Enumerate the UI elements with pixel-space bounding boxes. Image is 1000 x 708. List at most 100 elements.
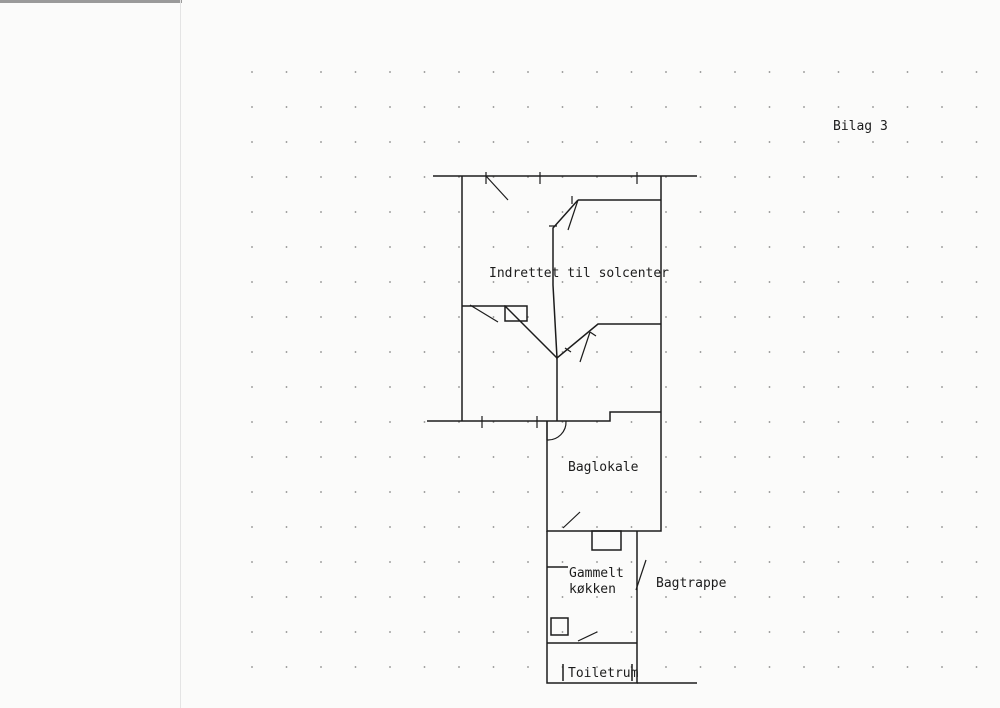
grid-dot [837, 351, 840, 353]
grid-dot [872, 246, 874, 248]
grid-dot [285, 246, 288, 248]
room-label-toilet: Toiletrum [568, 666, 639, 681]
grid-dot [251, 666, 253, 668]
grid-dot [906, 281, 909, 283]
grid-dot [665, 631, 667, 633]
grid-dot [527, 106, 529, 108]
grid-dot [872, 281, 874, 283]
grid-dot [837, 631, 840, 633]
grid-dot [458, 666, 460, 668]
grid-dot [768, 561, 771, 563]
grid-dot [768, 176, 771, 178]
grid-dot [803, 71, 805, 73]
grid-dot [320, 456, 322, 458]
door-swing-left [469, 304, 499, 323]
grid-dot [596, 596, 598, 598]
room-label-main: Indrettet til solcenter [489, 266, 669, 281]
grid-dot [665, 246, 667, 248]
grid-dot [354, 421, 357, 423]
grid-dot [803, 456, 805, 458]
grid-dot [630, 71, 633, 73]
grid-dot [872, 386, 874, 388]
grid-dot [354, 141, 357, 143]
grid-dot [630, 141, 633, 143]
grid-dot [975, 281, 978, 283]
grid-dot [630, 281, 633, 283]
grid-dot [699, 561, 702, 563]
grid-dot [423, 316, 426, 318]
grid-dot [803, 246, 805, 248]
grid-dot [389, 106, 391, 108]
grid-dot [596, 71, 598, 73]
grid-dot [768, 316, 771, 318]
grid-dot [285, 386, 288, 388]
grid-dot [389, 71, 391, 73]
grid-dot [458, 211, 460, 213]
grid-dot [527, 596, 529, 598]
grid-dot [803, 176, 805, 178]
grid-dot [458, 281, 460, 283]
door-swing-stairs [635, 559, 647, 591]
grid-dot [630, 631, 633, 633]
grid-dot [872, 141, 874, 143]
grid-dot [768, 526, 771, 528]
grid-dot [768, 596, 771, 598]
grid-dot [768, 386, 771, 388]
door-ticks-bottom [481, 416, 538, 428]
grid-dot [630, 596, 633, 598]
grid-dot [872, 351, 874, 353]
grid-dot [975, 351, 978, 353]
grid-dot [354, 246, 357, 248]
grid-dot [837, 526, 840, 528]
grid-dot [699, 71, 702, 73]
annex-label: Bilag 3 [833, 119, 888, 134]
grid-dot [320, 141, 322, 143]
scan-edge-top [0, 0, 182, 3]
grid-dot [527, 666, 529, 668]
grid-dot [320, 491, 322, 493]
grid-dot [906, 666, 909, 668]
grid-dot [423, 631, 426, 633]
grid-dot [734, 386, 736, 388]
grid-dot [803, 386, 805, 388]
grid-dot [768, 631, 771, 633]
grid-dot [251, 176, 253, 178]
grid-dot [734, 176, 736, 178]
grid-dot [906, 456, 909, 458]
grid-dot [389, 281, 391, 283]
grid-dot [354, 526, 357, 528]
grid-dot [320, 211, 322, 213]
grid-dot [699, 456, 702, 458]
grid-dot [389, 316, 391, 318]
grid-dot [975, 106, 978, 108]
grid-dot [320, 421, 322, 423]
grid-dot [285, 106, 288, 108]
grid-dot [285, 316, 288, 318]
grid-dot [251, 211, 253, 213]
grid-dot [527, 386, 529, 388]
grid-dot [320, 106, 322, 108]
grid-dot [837, 386, 840, 388]
grid-dot [941, 316, 943, 318]
grid-dot [734, 421, 736, 423]
grid-dot [803, 141, 805, 143]
grid-dot [699, 631, 702, 633]
grid-dot [389, 386, 391, 388]
grid-dot [630, 316, 633, 318]
grid-dot [596, 561, 598, 563]
grid-dot [285, 526, 288, 528]
grid-dot [837, 316, 840, 318]
grid-dot [768, 351, 771, 353]
grid-dot [423, 666, 426, 668]
grid-dot [699, 316, 702, 318]
grid-dot [389, 526, 391, 528]
grid-dot [285, 176, 288, 178]
grid-dot [941, 631, 943, 633]
grid-dot [423, 71, 426, 73]
grid-dot [389, 456, 391, 458]
grid-dot [975, 316, 978, 318]
door-ticks-diagonal [549, 196, 573, 227]
grid-dot [699, 281, 702, 283]
door-ticks-right [564, 331, 597, 353]
partition-left [462, 305, 558, 359]
